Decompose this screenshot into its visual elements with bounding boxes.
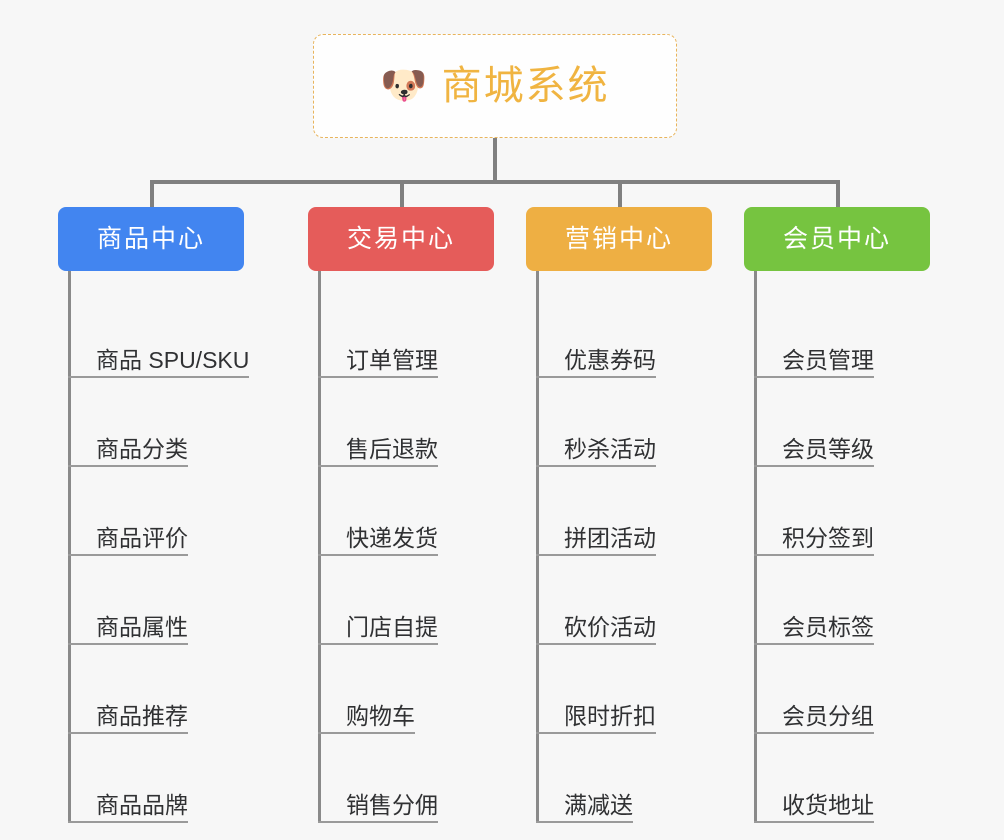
leaf-label: 积分签到 bbox=[782, 524, 874, 551]
leaf-label: 商品属性 bbox=[96, 613, 188, 640]
list-item[interactable]: 积分签到 bbox=[744, 467, 930, 556]
leaf-label: 会员分组 bbox=[782, 702, 874, 729]
list-item[interactable]: 销售分佣 bbox=[308, 734, 494, 823]
leaf-label: 满减送 bbox=[564, 791, 633, 818]
branch-marketing-center: 营销中心 优惠券码 秒杀活动 拼团活动 砍价活动 限时折扣 bbox=[526, 207, 712, 823]
list-item[interactable]: 商品属性 bbox=[58, 556, 244, 645]
connector-horizontal-bus bbox=[150, 180, 840, 184]
list-item[interactable]: 收货地址 bbox=[744, 734, 930, 823]
leaf-underline bbox=[68, 554, 188, 556]
leaf-label: 秒杀活动 bbox=[564, 435, 656, 462]
leaf-underline bbox=[536, 376, 656, 378]
category-header-product-center[interactable]: 商品中心 bbox=[58, 207, 244, 271]
leaf-label: 售后退款 bbox=[346, 435, 438, 462]
list-item[interactable]: 会员分组 bbox=[744, 645, 930, 734]
leaf-underline bbox=[754, 465, 874, 467]
leaf-label: 会员等级 bbox=[782, 435, 874, 462]
list-item[interactable]: 快递发货 bbox=[308, 467, 494, 556]
leaf-underline bbox=[318, 821, 438, 823]
list-item[interactable]: 满减送 bbox=[526, 734, 712, 823]
leaf-spine bbox=[68, 271, 71, 823]
leaf-underline bbox=[536, 732, 656, 734]
leaf-label: 商品评价 bbox=[96, 524, 188, 551]
leaf-label: 收货地址 bbox=[782, 791, 874, 818]
list-item[interactable]: 优惠券码 bbox=[526, 289, 712, 378]
connector-drop-product-center bbox=[150, 180, 154, 207]
leaf-label: 销售分佣 bbox=[346, 791, 438, 818]
leaf-underline bbox=[68, 376, 249, 378]
leaf-underline bbox=[318, 465, 438, 467]
leaf-underline bbox=[536, 821, 633, 823]
list-item[interactable]: 售后退款 bbox=[308, 378, 494, 467]
connector-drop-marketing-center bbox=[618, 180, 622, 207]
leaf-list-member-center: 会员管理 会员等级 积分签到 会员标签 会员分组 收货地址 bbox=[744, 271, 930, 823]
leaf-label: 会员管理 bbox=[782, 346, 874, 373]
leaf-label: 购物车 bbox=[346, 702, 415, 729]
category-header-trade-center[interactable]: 交易中心 bbox=[308, 207, 494, 271]
shiba-dog-emoji-icon: 🐶 bbox=[380, 65, 428, 107]
connector-drop-member-center bbox=[836, 180, 840, 207]
leaf-label: 会员标签 bbox=[782, 613, 874, 640]
list-item[interactable]: 会员标签 bbox=[744, 556, 930, 645]
list-item[interactable]: 订单管理 bbox=[308, 289, 494, 378]
leaf-list-product-center: 商品 SPU/SKU 商品分类 商品评价 商品属性 商品推荐 商品品牌 bbox=[58, 271, 249, 823]
branch-member-center: 会员中心 会员管理 会员等级 积分签到 会员标签 会员分组 bbox=[744, 207, 930, 823]
leaf-spine bbox=[318, 271, 321, 823]
list-item[interactable]: 限时折扣 bbox=[526, 645, 712, 734]
connector-root-stem bbox=[493, 138, 497, 183]
leaf-label: 商品分类 bbox=[96, 435, 188, 462]
connector-drop-trade-center bbox=[400, 180, 404, 207]
list-item[interactable]: 门店自提 bbox=[308, 556, 494, 645]
leaf-label: 订单管理 bbox=[346, 346, 438, 373]
leaf-underline bbox=[536, 643, 656, 645]
leaf-underline bbox=[536, 554, 656, 556]
category-header-member-center[interactable]: 会员中心 bbox=[744, 207, 930, 271]
list-item[interactable]: 购物车 bbox=[308, 645, 494, 734]
leaf-list-marketing-center: 优惠券码 秒杀活动 拼团活动 砍价活动 限时折扣 满减送 bbox=[526, 271, 712, 823]
leaf-underline bbox=[318, 643, 438, 645]
list-item[interactable]: 商品评价 bbox=[58, 467, 244, 556]
root-node[interactable]: 🐶 商城系统 bbox=[313, 34, 677, 138]
list-item[interactable]: 会员等级 bbox=[744, 378, 930, 467]
list-item[interactable]: 会员管理 bbox=[744, 289, 930, 378]
leaf-label: 商品推荐 bbox=[96, 702, 188, 729]
leaf-underline bbox=[68, 465, 188, 467]
leaf-spine bbox=[536, 271, 539, 823]
leaf-label: 门店自提 bbox=[346, 613, 438, 640]
list-item[interactable]: 商品品牌 bbox=[58, 734, 244, 823]
branch-product-center: 商品中心 商品 SPU/SKU 商品分类 商品评价 商品属性 商品推荐 bbox=[58, 207, 249, 823]
list-item[interactable]: 秒杀活动 bbox=[526, 378, 712, 467]
leaf-underline bbox=[68, 821, 188, 823]
leaf-underline bbox=[318, 554, 438, 556]
leaf-label: 砍价活动 bbox=[564, 613, 656, 640]
leaf-label: 快递发货 bbox=[346, 524, 438, 551]
root-node-title: 商城系统 bbox=[441, 64, 610, 108]
leaf-label: 拼团活动 bbox=[564, 524, 656, 551]
leaf-list-trade-center: 订单管理 售后退款 快递发货 门店自提 购物车 销售分佣 bbox=[308, 271, 494, 823]
category-header-marketing-center[interactable]: 营销中心 bbox=[526, 207, 712, 271]
list-item[interactable]: 拼团活动 bbox=[526, 467, 712, 556]
branch-trade-center: 交易中心 订单管理 售后退款 快递发货 门店自提 购物车 bbox=[308, 207, 494, 823]
leaf-underline bbox=[754, 821, 874, 823]
leaf-spine bbox=[754, 271, 757, 823]
leaf-underline bbox=[68, 643, 188, 645]
leaf-underline bbox=[754, 643, 874, 645]
leaf-label: 商品 SPU/SKU bbox=[96, 346, 250, 373]
list-item[interactable]: 商品推荐 bbox=[58, 645, 244, 734]
leaf-underline bbox=[754, 554, 874, 556]
leaf-underline bbox=[318, 732, 415, 734]
list-item[interactable]: 商品分类 bbox=[58, 378, 244, 467]
list-item[interactable]: 砍价活动 bbox=[526, 556, 712, 645]
leaf-underline bbox=[68, 732, 188, 734]
leaf-underline bbox=[754, 732, 874, 734]
leaf-underline bbox=[536, 465, 656, 467]
leaf-label: 优惠券码 bbox=[564, 346, 656, 373]
list-item[interactable]: 商品 SPU/SKU bbox=[58, 289, 249, 378]
leaf-label: 限时折扣 bbox=[564, 702, 656, 729]
leaf-underline bbox=[754, 376, 874, 378]
leaf-underline bbox=[318, 376, 438, 378]
leaf-label: 商品品牌 bbox=[96, 791, 188, 818]
